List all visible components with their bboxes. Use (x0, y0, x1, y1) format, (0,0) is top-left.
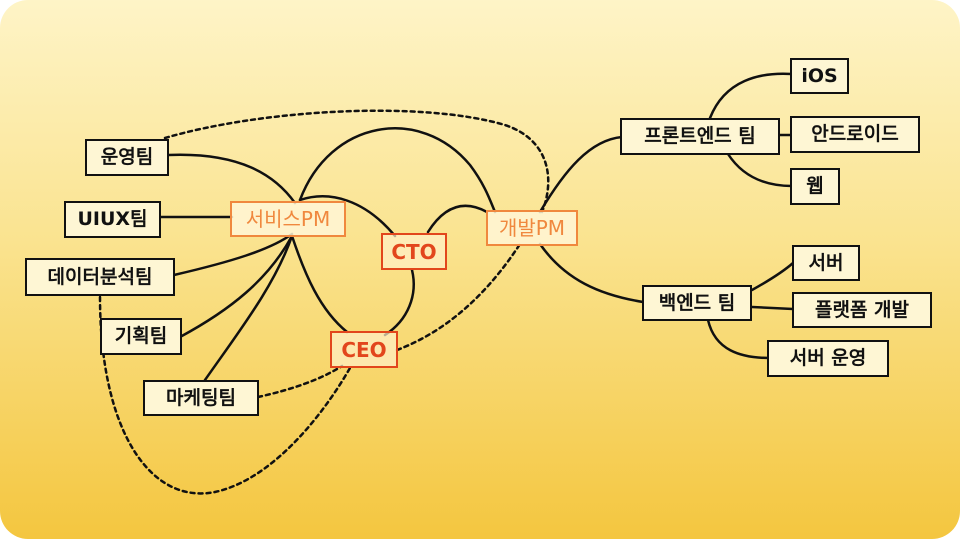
node-uiux-team: UIUX팀 (64, 201, 161, 238)
node-marketing-team: 마케팅팀 (143, 380, 259, 416)
link-backend-server (750, 261, 795, 292)
link-servicepm-ops (166, 153, 297, 205)
dashed-link-ops-devpm (163, 109, 550, 214)
link-frontend-ios (708, 72, 794, 120)
link-servicepm-marketing (203, 234, 294, 382)
node-web: 웹 (790, 168, 840, 205)
node-ops-team: 운영팀 (85, 139, 169, 176)
link-cto-ceo (383, 268, 415, 337)
node-server-ops: 서버 운영 (767, 340, 889, 377)
node-ceo: CEO (330, 331, 398, 368)
link-devpm-backend (538, 242, 645, 304)
link-devpm-frontend (538, 135, 624, 214)
dashed-link-data-ceo (98, 295, 352, 495)
link-cto-devpm (426, 204, 489, 234)
node-service-pm: 서비스PM (230, 201, 346, 237)
link-servicepm-ceo (290, 234, 349, 334)
link-servicepm-planning (178, 234, 294, 339)
node-backend-team: 백엔드 팀 (642, 285, 752, 321)
node-server: 서버 (792, 245, 860, 281)
dashed-link-marketing-ceo (256, 364, 344, 399)
node-ios: iOS (790, 58, 849, 94)
link-servicepm-cto (298, 195, 397, 238)
dashed-link-ceo-devpm (395, 242, 522, 352)
node-data-team: 데이터분석팀 (25, 258, 175, 296)
link-servicepm-devpm-top (298, 127, 497, 214)
link-backend-platform (750, 305, 795, 311)
link-frontend-web (726, 152, 794, 188)
link-servicepm-data (172, 232, 294, 277)
node-frontend-team: 프론트엔드 팀 (620, 118, 780, 155)
node-cto: CTO (381, 233, 447, 270)
node-planning-team: 기획팀 (100, 318, 182, 355)
node-platform-dev: 플랫폼 개발 (792, 292, 932, 328)
link-backend-serverops (706, 318, 772, 360)
node-dev-pm: 개발PM (486, 210, 578, 246)
node-android: 안드로이드 (790, 116, 920, 153)
